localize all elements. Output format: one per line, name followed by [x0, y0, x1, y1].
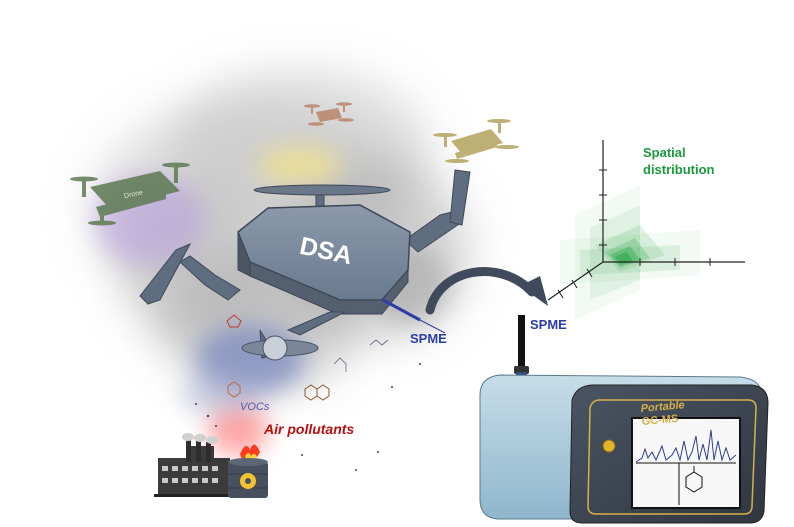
spme-needle: [382, 298, 421, 322]
vocs-label: VOCs: [240, 401, 270, 413]
dsa-drone: DSA: [139, 169, 471, 361]
spatial-distribution-plot: Spatial distribution: [547, 140, 745, 320]
arrow-icon: [425, 267, 548, 315]
spme-drone-label: SPME: [410, 331, 447, 346]
portable-gcms-device: Portable GC-MS: [479, 315, 769, 524]
spatial-label-line2: distribution: [643, 162, 715, 177]
drone-icon: Drone: [70, 162, 190, 226]
particle-dots: [195, 363, 421, 471]
drone-icon: [433, 119, 519, 163]
drone-icon: [304, 102, 354, 126]
spatial-label-line1: Spatial: [643, 145, 686, 160]
gcms-label: GC-MS: [641, 413, 679, 428]
factory-icon: [154, 433, 234, 497]
air-pollutants-label: Air pollutants: [263, 421, 354, 437]
hazard-barrel-icon: [228, 444, 268, 498]
spme-device-label: SPME: [530, 317, 567, 332]
chromatogram-trace: [635, 429, 737, 463]
drone-badge-label: Drone: [124, 189, 144, 200]
portable-label: Portable: [640, 399, 685, 415]
voc-molecules: [226, 314, 389, 401]
benzene-icon: [685, 466, 703, 493]
